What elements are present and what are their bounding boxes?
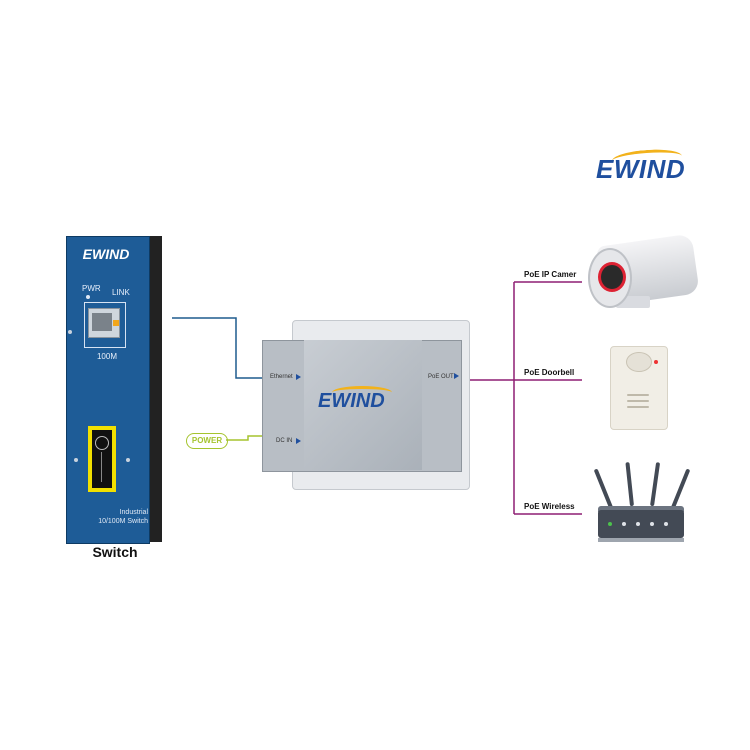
- doorbell-speaker-grill: [627, 400, 649, 402]
- injector-logo-swoosh-icon: [332, 386, 392, 399]
- injector-logo-text: EWIND: [318, 390, 385, 412]
- router-base: [598, 538, 684, 542]
- doorbell-led-icon: [654, 360, 658, 364]
- screw-left-icon: [74, 458, 78, 462]
- dcin-arrow-icon: [296, 438, 301, 444]
- doorbell-speaker-grill: [627, 406, 649, 408]
- pwr-led-icon: [86, 295, 90, 299]
- sfp-latch: [101, 452, 102, 482]
- switch-side-panel: [148, 236, 162, 542]
- power-badge: POWER: [186, 433, 228, 449]
- doorbell-speaker-grill: [627, 394, 649, 396]
- injector-front-face: [304, 340, 422, 470]
- injector-port-poe-out-label: PoE OUT: [428, 374, 454, 380]
- data-line: [172, 317, 274, 379]
- switch-led-link-label: LINK: [112, 288, 130, 297]
- power-line: [226, 435, 266, 441]
- device-label-doorbell: PoE Doorbell: [524, 368, 575, 377]
- rj45-socket-icon: [92, 313, 112, 331]
- router-led-icon: [636, 522, 640, 526]
- router-led-icon: [608, 522, 612, 526]
- router-led-icon: [622, 522, 626, 526]
- link-led-icon: [113, 320, 119, 326]
- camera-lens-icon: [598, 262, 626, 292]
- brand-logo-text: EWIND: [596, 154, 686, 184]
- device-label-camera: PoE IP Camer: [524, 270, 577, 279]
- sfp-fiber-icon: [95, 436, 109, 450]
- injector-logo: EWIND: [318, 386, 410, 416]
- industrial-switch: [66, 236, 150, 544]
- poe-out-arrow-icon: [454, 373, 459, 379]
- doorbell-sensor-icon: [626, 352, 652, 372]
- router-led-icon: [650, 522, 654, 526]
- switch-desc-line2: 10/100M Switch: [98, 518, 148, 525]
- rj45-port-frame: [84, 302, 126, 348]
- switch-desc-line1: Industrial: [119, 509, 148, 516]
- ethernet-arrow-icon: [296, 374, 301, 380]
- router-led-icon: [664, 522, 668, 526]
- switch-port-label: 100M: [96, 352, 117, 361]
- switch-logo: EWIND: [82, 246, 130, 262]
- switch-description: Industrial 10/100M Switch: [68, 508, 148, 526]
- router-top: [598, 506, 684, 512]
- switch-caption: Switch: [92, 544, 138, 560]
- ground-screw-icon: [68, 330, 72, 334]
- wireless-router: [598, 510, 684, 538]
- switch-led-pwr-label: PWR: [82, 284, 101, 293]
- brand-logo: EWIND: [592, 147, 692, 186]
- device-label-wireless: PoE Wireless: [524, 502, 575, 511]
- injector-port-dcin-label: DC IN: [276, 438, 293, 444]
- screw-right-icon: [126, 458, 130, 462]
- injector-port-ethernet-label: Ethernet: [270, 374, 293, 380]
